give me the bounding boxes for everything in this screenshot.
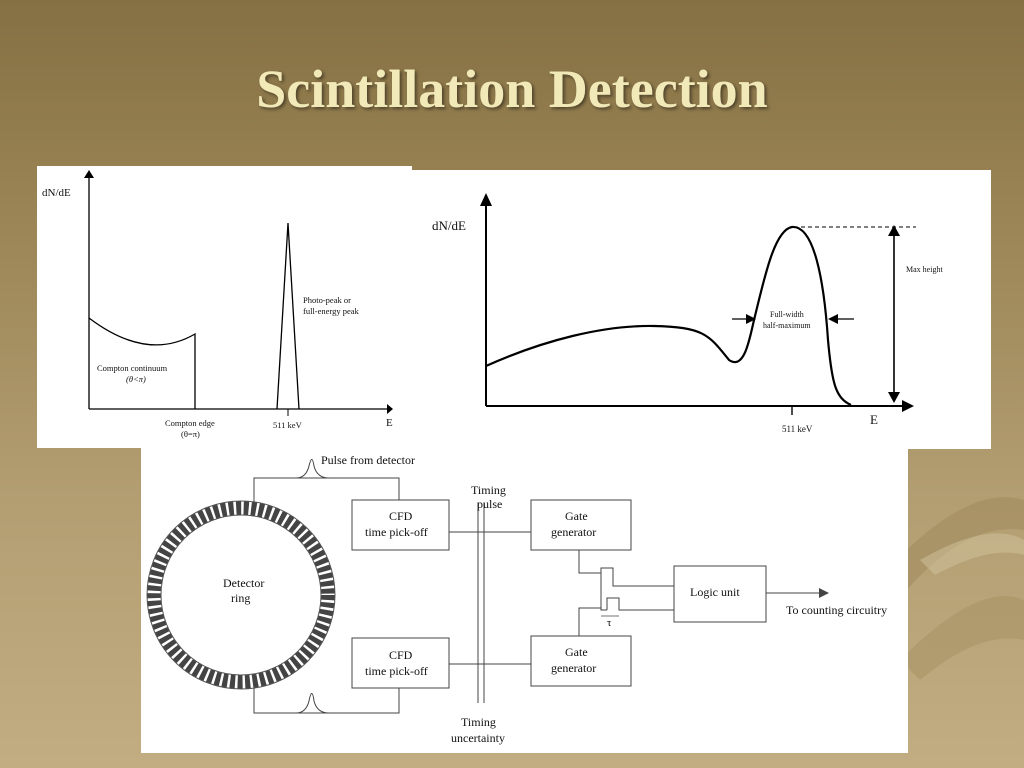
detector-ring-label-2: ring	[231, 591, 250, 605]
compton-edge-label: Compton edge	[165, 418, 215, 428]
spectrum-curve	[485, 225, 852, 406]
x-axis-label: E	[386, 417, 393, 429]
photo-peak-label-2: full-energy peak	[303, 306, 360, 316]
x-axis-arrow	[387, 404, 393, 414]
timing-pulse-label-2: pulse	[477, 497, 502, 511]
gate-top-label-2: generator	[551, 525, 596, 539]
top-pulse	[295, 459, 330, 479]
max-height-arrow-top	[888, 225, 900, 236]
y-axis-arrow	[480, 193, 492, 206]
photo-peak-label: Photo-peak or	[303, 295, 351, 305]
x-axis-arrow	[902, 400, 914, 412]
cfd-top-label-2: time pick-off	[365, 525, 428, 539]
pulse-label: Pulse from detector	[321, 453, 415, 467]
gate-bottom-label: Gate	[565, 645, 588, 659]
coincidence-circuit-diagram: Detector ring Pulse from detector CFD ti…	[146, 453, 887, 745]
cfd-bottom-label: CFD	[389, 648, 413, 662]
tick-label-511: 511 keV	[273, 420, 303, 430]
timing-pulse-label: Timing	[471, 483, 506, 497]
bottom-signal-wire	[253, 688, 400, 714]
photo-peak	[276, 222, 300, 410]
compton-continuum-condition: (θ<π)	[126, 374, 146, 384]
gate-pulse-top	[600, 567, 674, 587]
gate-top-output-wire	[578, 550, 607, 611]
detector-ring-edge	[146, 500, 336, 690]
fwhm-arrowhead-left	[746, 314, 756, 324]
slide-title: Scintillation Detection	[256, 59, 768, 119]
gate-pulse-bottom	[606, 597, 674, 611]
gate-top-label: Gate	[565, 509, 588, 523]
cfd-bottom-box	[351, 637, 450, 689]
cfd-top-box	[351, 499, 450, 551]
compton-continuum-label: Compton continuum	[97, 363, 168, 373]
timing-uncertainty-label: Timing	[461, 715, 496, 729]
y-axis-label: dN/dE	[432, 218, 466, 233]
coincidence-circuit-panel: Detector ring Pulse from detector CFD ti…	[141, 448, 908, 753]
compton-spectrum-panel: dN/dE E Compton continuum (θ<π) Photo-pe…	[37, 166, 412, 448]
fwhm-spectrum-plot: dN/dE E Max height Full-width half-maxim…	[432, 193, 943, 434]
tau-label: τ	[607, 617, 612, 629]
cfd-top-label: CFD	[389, 509, 413, 523]
detector-ring-label: Detector	[223, 576, 264, 590]
fwhm-spectrum-panel: dN/dE E Max height Full-width half-maxim…	[404, 170, 991, 449]
compton-continuum-curve	[88, 317, 196, 409]
timing-uncertainty-label-2: uncertainty	[451, 731, 505, 745]
fwhm-label-2: half-maximum	[763, 321, 811, 330]
detector-ring-inner	[160, 514, 322, 676]
fwhm-label: Full-width	[770, 310, 804, 319]
gate-generator-top-box	[530, 499, 632, 551]
gate-bottom-output-wire	[578, 607, 601, 636]
fwhm-arrowhead-right	[828, 314, 838, 324]
counting-label: To counting circuitry	[786, 603, 887, 617]
max-height-arrow-bottom	[888, 392, 900, 403]
compton-edge-condition: (θ=π)	[181, 429, 200, 439]
max-height-label: Max height	[906, 265, 943, 274]
y-axis-label: dN/dE	[42, 187, 71, 199]
x-axis-label: E	[870, 412, 878, 427]
output-arrow	[819, 588, 829, 598]
tick-label-511: 511 keV	[782, 424, 813, 434]
logic-unit-box	[673, 565, 767, 623]
y-axis-arrow	[84, 170, 94, 178]
compton-spectrum-plot: dN/dE E Compton continuum (θ<π) Photo-pe…	[42, 170, 393, 439]
gate-bottom-label-2: generator	[551, 661, 596, 675]
cfd-bottom-label-2: time pick-off	[365, 664, 428, 678]
bottom-pulse	[295, 693, 330, 714]
detector-ring-outer	[147, 501, 335, 689]
top-signal-wire	[253, 477, 400, 503]
gate-generator-bottom-box	[530, 635, 632, 687]
logic-unit-label: Logic unit	[690, 585, 740, 599]
